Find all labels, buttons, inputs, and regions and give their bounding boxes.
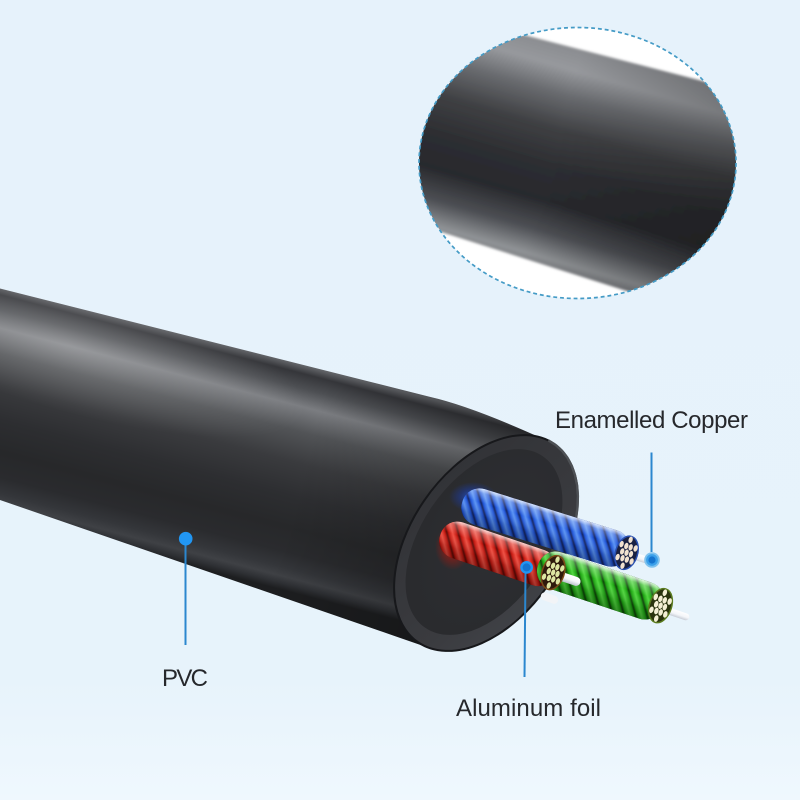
- svg-text:Aluminum foil: Aluminum foil: [456, 695, 601, 722]
- svg-text:PVC: PVC: [162, 665, 208, 692]
- svg-text:Enamelled Copper: Enamelled Copper: [555, 407, 748, 434]
